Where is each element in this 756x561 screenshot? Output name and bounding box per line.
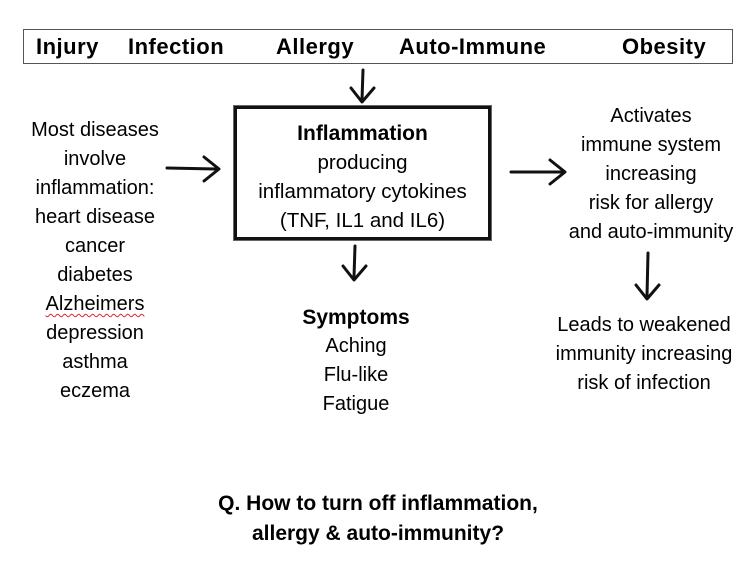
arrow-right-inflammation-to-activates	[509, 158, 567, 186]
question-line-2: allergy & auto-immunity?	[251, 522, 505, 545]
disease-cancer: cancer	[64, 235, 126, 257]
activates-text: Activates immune system increasing risk …	[551, 102, 751, 247]
activates-line: Activates	[610, 105, 692, 127]
cause-obesity: Obesity	[622, 34, 707, 59]
activates-line: increasing	[605, 163, 697, 185]
cause-infection: Infection	[128, 34, 225, 59]
question-line-1: Q. How to turn off inflammation,	[218, 492, 538, 515]
diseases-line: Most diseases	[31, 119, 159, 141]
disease-alzheimers: Alzheimers	[45, 293, 145, 315]
arrow-down-to-weakened-immunity	[634, 251, 661, 301]
diseases-line: inflammation:	[35, 177, 155, 199]
disease-eczema: eczema	[59, 380, 131, 402]
inflammation-line-3: (TNF, IL1 and IL6)	[279, 209, 446, 232]
disease-depression: depression	[46, 322, 144, 344]
arrow-right-diseases-to-inflammation	[165, 155, 221, 183]
weakened-line: Leads to weakened	[557, 314, 731, 336]
disease-asthma: asthma	[62, 351, 128, 373]
diseases-list: Most diseases involve inflammation: hear…	[14, 116, 176, 406]
symptoms-list: Symptoms Aching Flu-like Fatigue	[270, 303, 442, 419]
causes-box: Injury Infection Allergy Auto-Immune Obe…	[23, 29, 733, 64]
inflammation-box: Inflammation producing inflammatory cyto…	[234, 106, 491, 240]
diseases-line: involve	[63, 148, 127, 170]
cause-injury: Injury	[36, 34, 99, 59]
cause-allergy: Allergy	[276, 34, 355, 59]
symptom-fatigue: Fatigue	[322, 393, 390, 415]
activates-line: risk for allergy	[588, 192, 714, 214]
activates-line: immune system	[580, 134, 722, 156]
inflammation-title: Inflammation	[297, 122, 428, 145]
arrow-down-to-inflammation	[349, 68, 376, 104]
weakened-immunity-text: Leads to weakened immunity increasing ri…	[536, 311, 752, 398]
activates-line: and auto-immunity	[568, 221, 734, 243]
inflammation-line-1: producing	[317, 151, 408, 174]
question-text: Q. How to turn off inflammation, allergy…	[0, 489, 756, 549]
symptom-flu-like: Flu-like	[323, 364, 389, 386]
cause-auto-immune: Auto-Immune	[399, 34, 547, 59]
disease-diabetes: diabetes	[57, 264, 133, 286]
arrow-down-to-symptoms	[341, 244, 368, 282]
inflammation-line-2: inflammatory cytokines	[258, 180, 467, 203]
weakened-line: risk of infection	[577, 372, 711, 394]
disease-heart: heart disease	[34, 206, 156, 228]
symptom-aching: Aching	[325, 335, 387, 357]
symptoms-title: Symptoms	[302, 306, 410, 329]
weakened-line: immunity increasing	[555, 343, 733, 365]
